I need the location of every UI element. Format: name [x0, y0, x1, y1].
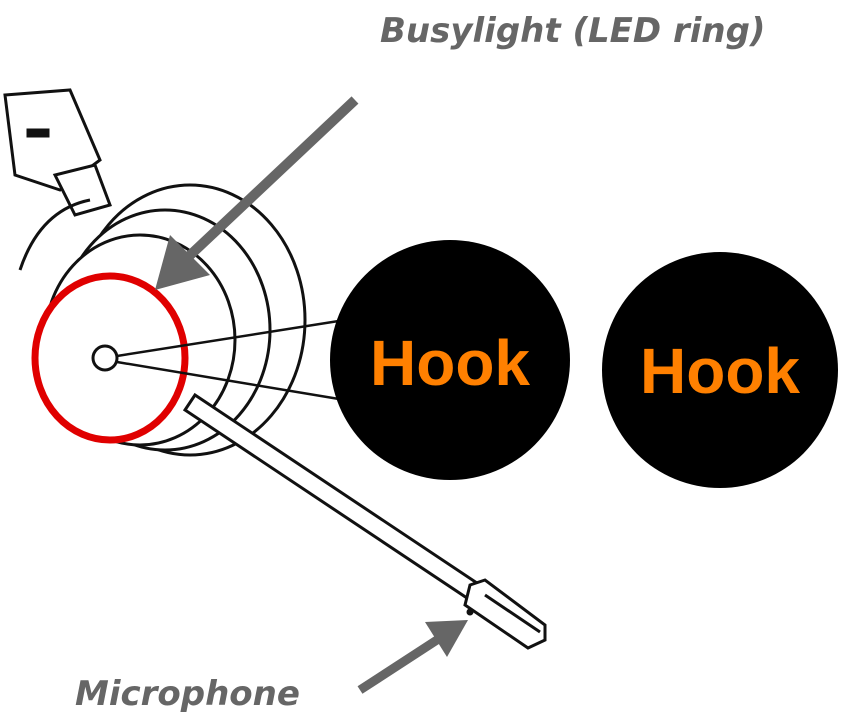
hook-button [91, 344, 119, 372]
microphone-arrow [357, 620, 468, 694]
busylight-arrow [155, 96, 359, 290]
hook-callout-1: Hook [330, 240, 570, 480]
hook-callout-2: Hook [602, 252, 838, 488]
callout-lines [116, 318, 346, 402]
microphone-label: Microphone [75, 674, 300, 714]
hook-label: Hook [370, 327, 530, 399]
busylight-label: Busylight (LED ring) [380, 11, 765, 51]
microphone-boom [182, 392, 547, 650]
hook-label: Hook [640, 335, 800, 407]
headband [3, 88, 112, 217]
